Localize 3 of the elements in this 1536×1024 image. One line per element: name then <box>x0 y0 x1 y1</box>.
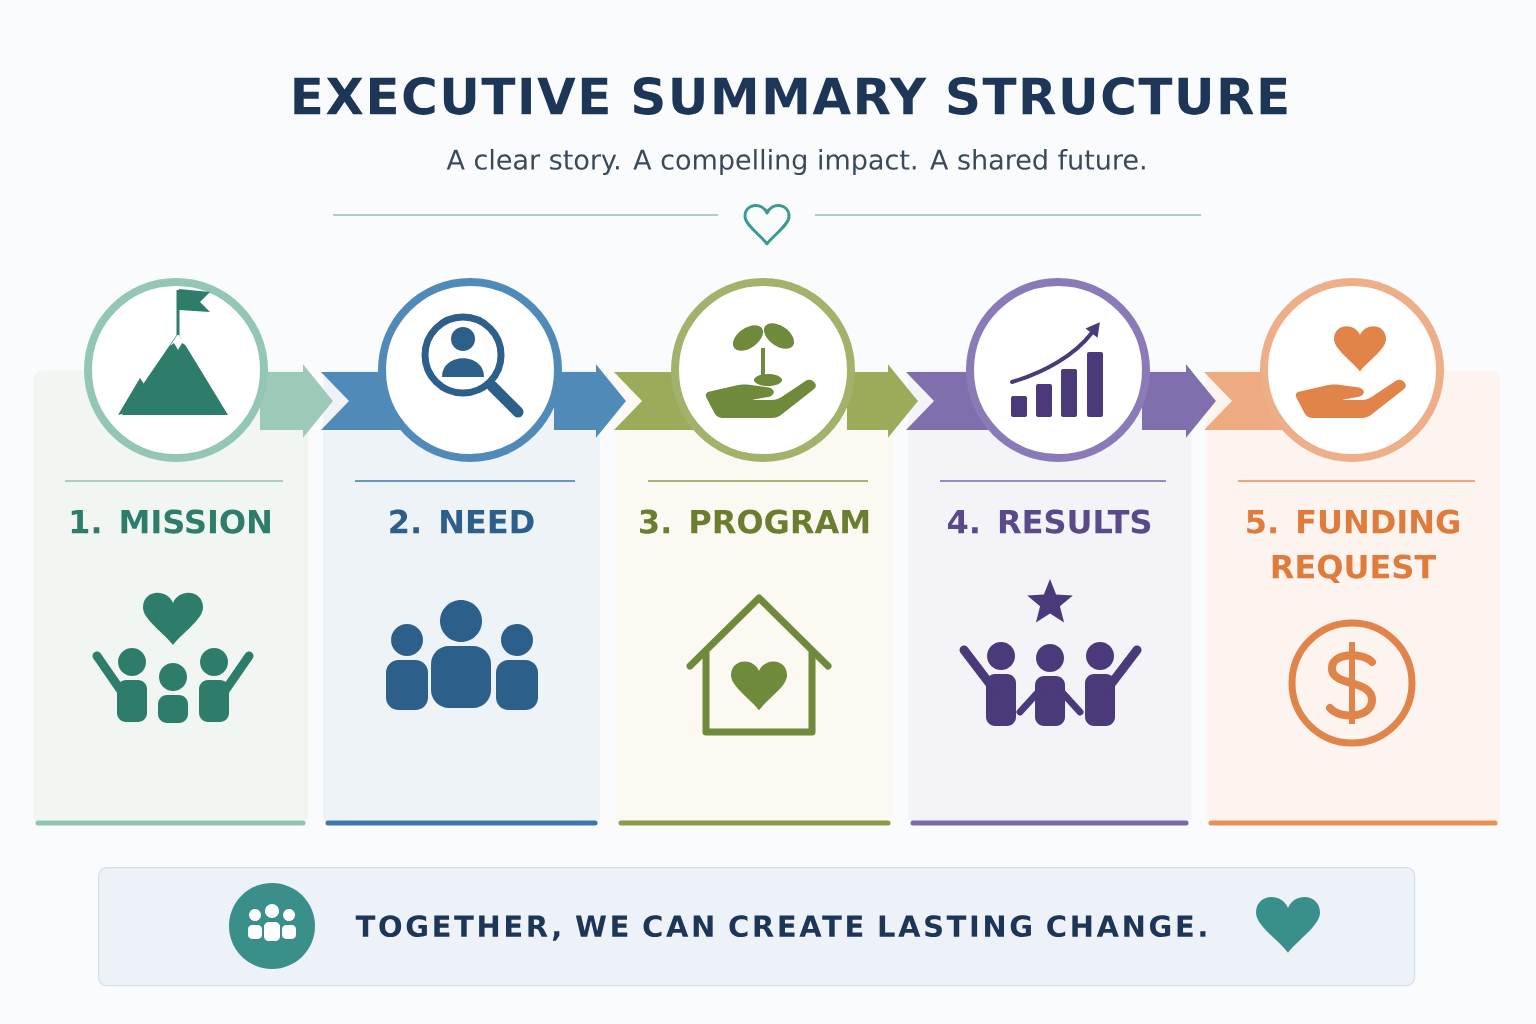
subtitle: A clear story. A compelling impact. A shared future. <box>446 148 1145 176</box>
banner: TOGETHER, WE CAN CREATE LASTING CHANGE. <box>98 867 1416 987</box>
title: EXECUTIVE SUMMARY STRUCTURE <box>294 77 1287 115</box>
